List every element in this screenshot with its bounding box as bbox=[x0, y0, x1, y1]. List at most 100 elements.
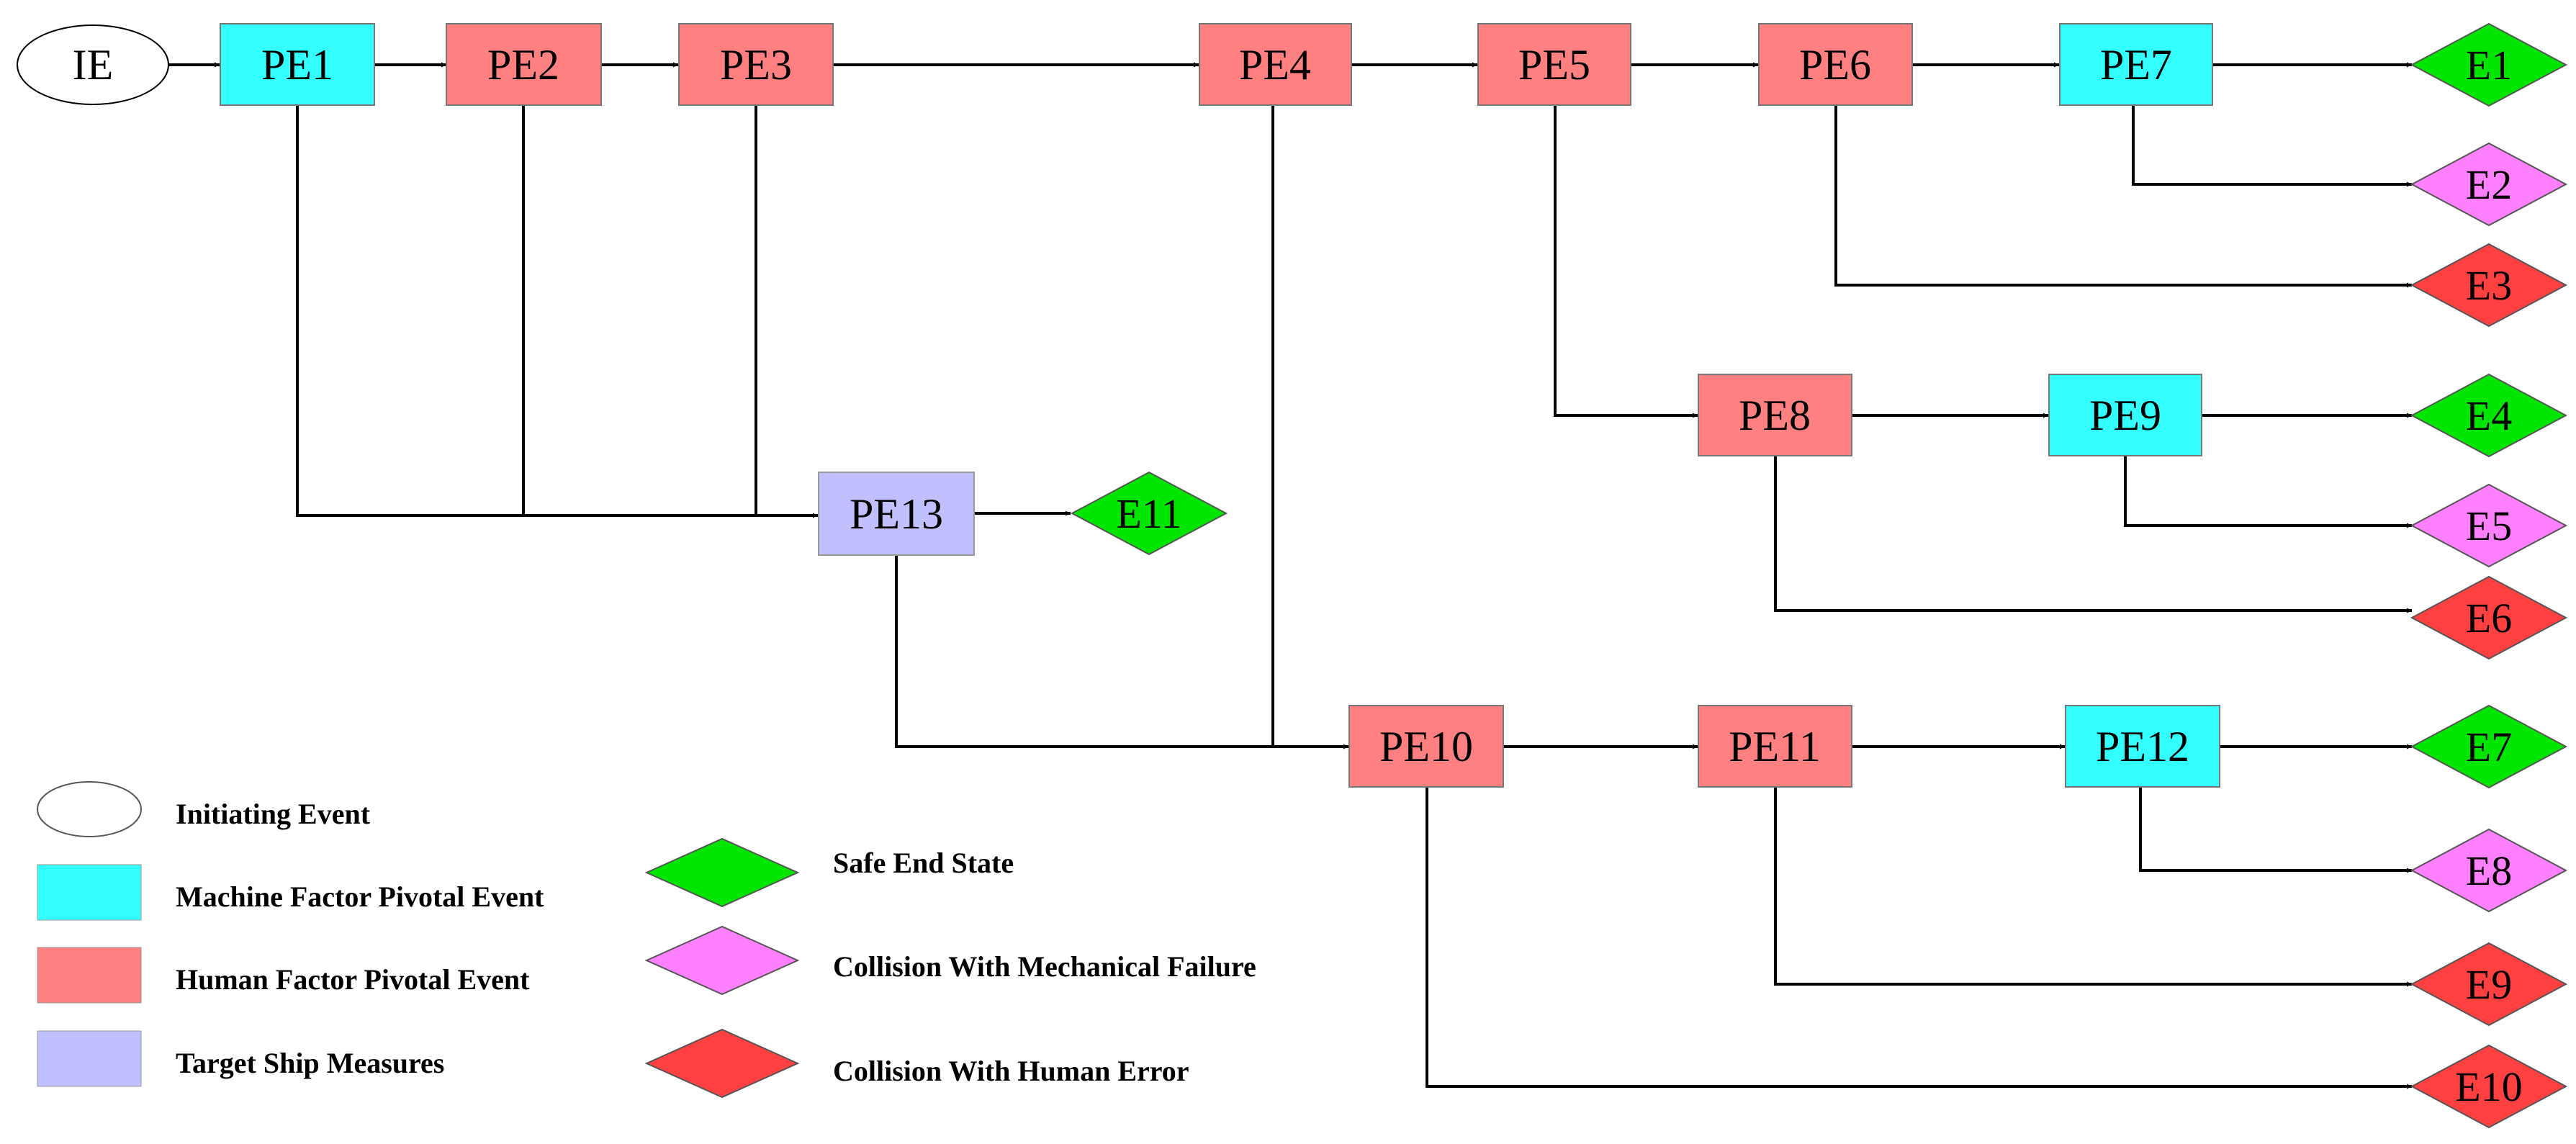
node-label: PE7 bbox=[2100, 41, 2172, 89]
legend-item-target: Target Ship Measures bbox=[37, 1030, 444, 1087]
node-pe9: PE9 bbox=[2048, 374, 2202, 456]
node-ie: IE bbox=[17, 24, 169, 105]
node-pe3: PE3 bbox=[678, 23, 834, 106]
edge-pe1-pe13 bbox=[296, 105, 818, 518]
end-state-e8: E8 bbox=[2410, 828, 2568, 913]
end-state-diamond bbox=[2410, 575, 2568, 660]
end-state-label: E8 bbox=[2466, 847, 2512, 894]
legend-item-safe: Safe End State bbox=[644, 837, 1014, 908]
end-state-diamond bbox=[2410, 22, 2568, 107]
pivotal-event-box bbox=[1698, 374, 1852, 456]
end-state-label: E11 bbox=[1116, 490, 1181, 537]
end-state-label: E9 bbox=[2466, 961, 2512, 1008]
pivotal-event-box bbox=[1477, 23, 1631, 106]
node-label: IE bbox=[73, 41, 114, 89]
legend-swatch bbox=[37, 947, 142, 1004]
node-pe8: PE8 bbox=[1698, 374, 1852, 456]
end-state-diamond bbox=[2410, 243, 2568, 328]
pivotal-event-box bbox=[1348, 705, 1504, 788]
legend-item-initiating: Initiating Event bbox=[37, 781, 371, 837]
pivotal-event-box bbox=[678, 23, 834, 106]
end-state-e5: E5 bbox=[2410, 483, 2568, 568]
edge-pe11-e9 bbox=[1774, 787, 2412, 987]
pivotal-event-box bbox=[220, 23, 375, 106]
pivotal-event-box bbox=[2048, 374, 2202, 456]
legend-label: Human Factor Pivotal Event bbox=[176, 963, 530, 996]
edge-pe6-e3 bbox=[1834, 105, 2412, 288]
edge-pe12-e8 bbox=[2139, 787, 2412, 873]
pivotal-event-box bbox=[446, 23, 602, 106]
legend-swatch bbox=[37, 864, 142, 921]
legend-item-machine: Machine Factor Pivotal Event bbox=[37, 864, 544, 921]
end-state-diamond bbox=[2410, 828, 2568, 913]
legend-item-mechanical: Collision With Mechanical Failure bbox=[644, 925, 1256, 996]
node-pe5: PE5 bbox=[1477, 23, 1631, 106]
edge-pe5-pe8 bbox=[1554, 105, 1698, 418]
node-pe13: PE13 bbox=[818, 472, 975, 556]
node-pe10: PE10 bbox=[1348, 705, 1504, 788]
legend-ellipse-icon bbox=[37, 781, 142, 837]
edge-pe10-e10 bbox=[1426, 787, 2412, 1089]
node-pe12: PE12 bbox=[2065, 705, 2220, 788]
node-label: PE12 bbox=[2096, 723, 2189, 770]
end-state-label: E4 bbox=[2466, 392, 2512, 439]
node-label: PE6 bbox=[1799, 41, 1871, 89]
legend-label: Target Ship Measures bbox=[176, 1047, 444, 1079]
node-label: PE11 bbox=[1729, 723, 1821, 770]
end-state-diamond bbox=[2410, 373, 2568, 458]
pivotal-event-box bbox=[2059, 23, 2213, 106]
end-state-e11: E11 bbox=[1070, 471, 1228, 556]
end-state-e3: E3 bbox=[2410, 243, 2568, 328]
edges bbox=[168, 62, 2412, 1089]
end-state-e10: E10 bbox=[2410, 1044, 2568, 1129]
node-label: PE3 bbox=[720, 41, 792, 89]
end-state-e1: E1 bbox=[2410, 22, 2568, 107]
edge-pe7-e2 bbox=[2132, 105, 2412, 187]
end-state-label: E3 bbox=[2466, 262, 2512, 309]
end-state-e2: E2 bbox=[2410, 142, 2568, 227]
node-label: PE10 bbox=[1379, 723, 1473, 770]
end-states: E1 E2 E3 E4 E5 E6 E7 E8 bbox=[1070, 22, 2568, 1129]
end-state-diamond bbox=[2410, 483, 2568, 568]
end-state-diamond bbox=[2410, 142, 2568, 227]
legend-diamond-icon bbox=[644, 925, 800, 996]
node-label: PE9 bbox=[2089, 392, 2161, 439]
end-state-e4: E4 bbox=[2410, 373, 2568, 458]
end-state-label: E7 bbox=[2466, 724, 2512, 770]
legend-label: Machine Factor Pivotal Event bbox=[176, 880, 544, 913]
pivotal-event-box bbox=[1758, 23, 1913, 106]
node-label: PE8 bbox=[1739, 392, 1811, 439]
end-state-diamond bbox=[1070, 471, 1228, 556]
pivotal-event-box bbox=[1199, 23, 1352, 106]
edge-pe8-e6 bbox=[1774, 456, 2412, 613]
node-pe2: PE2 bbox=[446, 23, 602, 106]
node-label: PE4 bbox=[1239, 41, 1311, 89]
edge-pe9-e5 bbox=[2124, 456, 2412, 528]
legend-diamond-icon bbox=[644, 1028, 800, 1099]
legend-label: Initiating Event bbox=[176, 798, 371, 830]
end-state-label: E10 bbox=[2455, 1063, 2522, 1110]
node-label: PE13 bbox=[850, 490, 943, 538]
node-pe6: PE6 bbox=[1758, 23, 1913, 106]
pivotal-event-box bbox=[818, 472, 975, 556]
node-label: PE2 bbox=[487, 41, 559, 89]
node-pe11: PE11 bbox=[1698, 705, 1852, 788]
legend-label: Collision With Mechanical Failure bbox=[833, 950, 1256, 983]
node-pe1: PE1 bbox=[220, 23, 375, 106]
end-state-e7: E7 bbox=[2410, 704, 2568, 789]
pivotal-event-box bbox=[1698, 705, 1852, 788]
legend-label: Collision With Human Error bbox=[833, 1055, 1189, 1087]
end-state-e9: E9 bbox=[2410, 942, 2568, 1027]
end-state-diamond bbox=[2410, 942, 2568, 1027]
end-state-diamond bbox=[2410, 1044, 2568, 1129]
end-state-label: E1 bbox=[2466, 42, 2512, 89]
end-state-label: E2 bbox=[2466, 161, 2512, 208]
initiating-event-ellipse bbox=[17, 24, 169, 105]
pivotal-event-box bbox=[2065, 705, 2220, 788]
legend-diamond-icon bbox=[644, 837, 800, 908]
end-state-label: E6 bbox=[2466, 595, 2512, 641]
end-state-label: E5 bbox=[2466, 503, 2512, 549]
node-pe4: PE4 bbox=[1199, 23, 1352, 106]
legend-item-human-error: Collision With Human Error bbox=[644, 1028, 1189, 1099]
